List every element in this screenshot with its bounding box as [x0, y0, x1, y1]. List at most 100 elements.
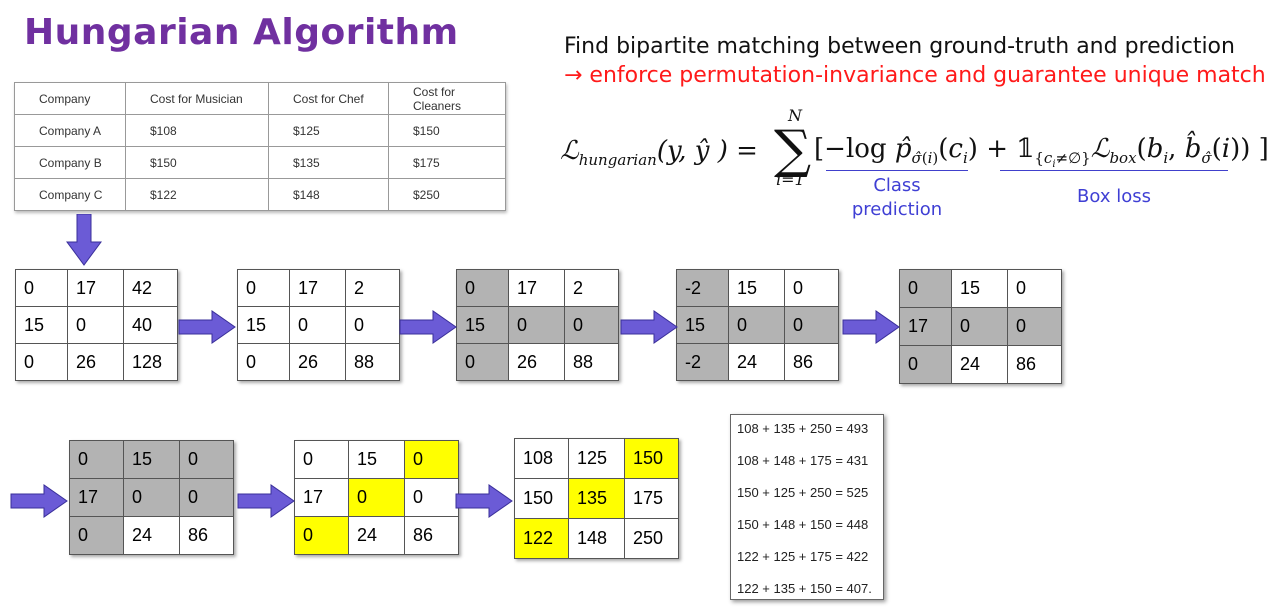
matrix-cell: 24	[728, 343, 785, 381]
matrix-cell: 88	[345, 343, 400, 381]
matrix-cell: 24	[348, 516, 405, 555]
matrix-cell: 0	[67, 306, 124, 344]
description-line: Find bipartite matching between ground-t…	[564, 34, 1235, 59]
matrix-cell: 24	[123, 516, 180, 555]
table-cell: Company A	[14, 114, 126, 147]
matrix-cell: 17	[69, 478, 124, 517]
table-cell: Company B	[14, 146, 126, 179]
table-row: Company B $150 $135 $175	[14, 146, 506, 179]
matrix-cell: 0	[508, 306, 565, 344]
matrix-cell: 0	[784, 306, 839, 344]
matrix-cell: 86	[784, 343, 839, 381]
sum-lower-limit: i=1	[776, 170, 805, 189]
matrix-cell: 0	[179, 478, 234, 517]
matrix-cell: 122	[514, 518, 569, 559]
matrix-cell: 175	[624, 478, 679, 519]
class-underline	[826, 170, 968, 171]
matrix-cell: 17	[508, 269, 565, 307]
matrix-cell: 15	[951, 269, 1008, 308]
table-cell: $150	[388, 114, 506, 147]
matrix-cell: 250	[624, 518, 679, 559]
formula-rhs: [−log p̂σ̂(i)(ci) + 𝟙{ci≠∅}ℒbox(bi, b̂σ̂…	[814, 134, 1269, 170]
matrix-cell: 0	[564, 306, 619, 344]
matrix-cell: 0	[784, 269, 839, 307]
matrix-cell: 17	[67, 269, 124, 307]
matrix-cell: 150	[624, 438, 679, 479]
table-cell: $150	[125, 146, 269, 179]
sum-sign: ∑	[774, 120, 812, 180]
matrix-cell: 86	[404, 516, 459, 555]
arrow-right-icon	[455, 484, 513, 518]
matrix-cell: 17	[294, 478, 349, 517]
table-header: Cost for Chef	[268, 82, 389, 115]
matrix-cell: 150	[514, 478, 569, 519]
matrix-cell: 0	[1007, 307, 1062, 346]
matrix-cell: 0	[404, 478, 459, 517]
table-cell: $108	[125, 114, 269, 147]
table-header: Company	[14, 82, 126, 115]
table-row: Company Cost for Musician Cost for Chef …	[14, 82, 506, 115]
matrix-cell: 15	[456, 306, 509, 344]
sum-line: 150 + 148 + 150 = 448	[737, 517, 869, 532]
matrix-cell: 0	[69, 516, 124, 555]
matrix-cell: 15	[15, 306, 68, 344]
sum-line: 108 + 135 + 250 = 493	[737, 421, 869, 436]
hungarian-loss-formula: ℒhungarian(y, ŷ ) = N ∑ i=1 [−log p̂σ̂(i…	[560, 104, 1269, 224]
matrix-cell: 42	[123, 269, 178, 307]
matrix-cell: 0	[899, 269, 952, 308]
matrix-cell: 0	[179, 440, 234, 479]
table-cell: $175	[388, 146, 506, 179]
matrix-cell: 148	[568, 518, 625, 559]
arrow-right-icon	[10, 484, 68, 518]
page-title: Hungarian Algorithm	[24, 12, 459, 53]
matrix-cell: 135	[568, 478, 625, 519]
matrix-cell: 86	[1007, 345, 1062, 384]
matrix-cell: 15	[123, 440, 180, 479]
matrix-cell: 88	[564, 343, 619, 381]
matrix-cell: 0	[69, 440, 124, 479]
matrix-cell: 0	[15, 343, 68, 381]
matrix-cell: -2	[676, 269, 729, 307]
table-cell: Company C	[14, 178, 126, 211]
matrix-cell: 0	[294, 516, 349, 555]
matrix-cell: 128	[123, 343, 178, 381]
matrix-cell: 17	[899, 307, 952, 346]
matrix-cell: 40	[123, 306, 178, 344]
cost-table: Company Cost for Musician Cost for Chef …	[14, 82, 506, 211]
arrow-down-icon	[66, 214, 102, 266]
assignment-sums: 108 + 135 + 250 = 493 108 + 148 + 175 = …	[730, 414, 884, 600]
matrix-cell: 0	[951, 307, 1008, 346]
matrix-cell: 0	[294, 440, 349, 479]
matrix-cell: 0	[1007, 269, 1062, 308]
box-underline	[1000, 170, 1228, 171]
matrix-cell: 0	[404, 440, 459, 479]
sum-line: 122 + 135 + 150 = 407.	[737, 581, 872, 596]
matrix-cell: 26	[508, 343, 565, 381]
matrix-cell: -2	[676, 343, 729, 381]
formula-lhs: ℒhungarian(y, ŷ ) =	[560, 136, 758, 169]
description-highlight-line: → enforce permutation-invariance and gua…	[564, 63, 1266, 88]
sum-line: 122 + 125 + 175 = 422	[737, 549, 869, 564]
sum-line: 150 + 125 + 250 = 525	[737, 485, 869, 500]
